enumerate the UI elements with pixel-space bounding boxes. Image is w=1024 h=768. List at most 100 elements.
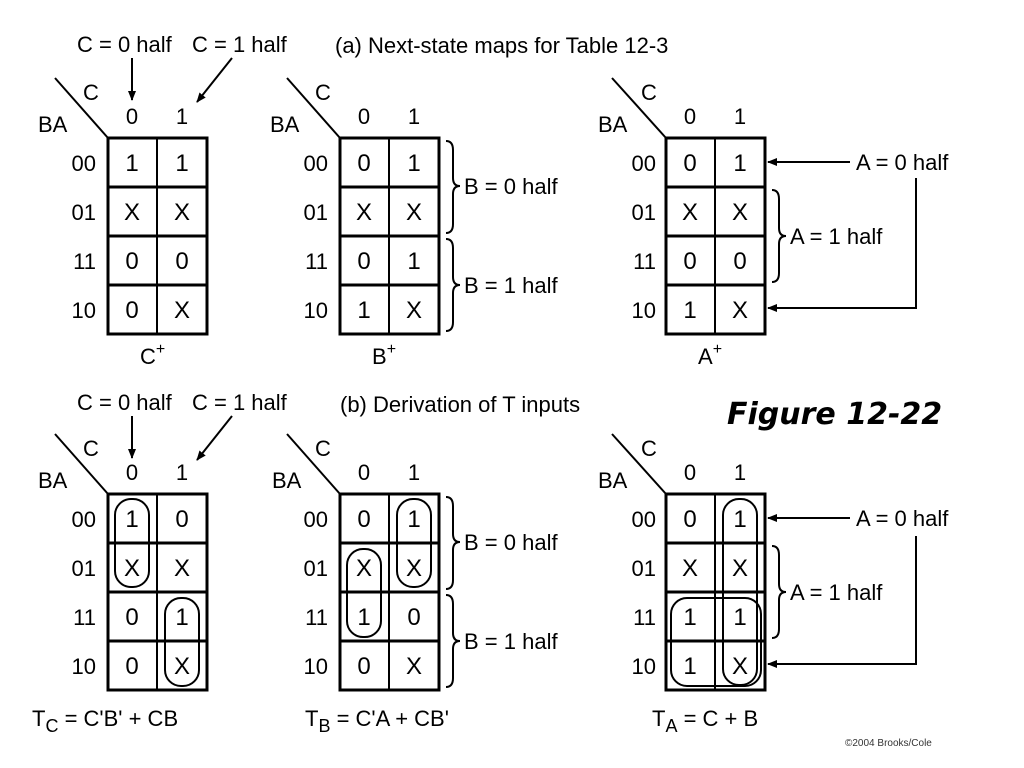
- c1-arrow-a: [196, 57, 233, 103]
- col-header: 0: [684, 460, 696, 485]
- kmap-cell: X: [174, 653, 190, 680]
- a1-brace: [771, 189, 787, 283]
- row-header: 01: [632, 556, 656, 581]
- kmap-cell: 1: [407, 150, 420, 177]
- kmap-cell: 0: [125, 604, 138, 631]
- col-var-label: C: [315, 80, 331, 105]
- t-equation-sub: B: [318, 716, 330, 736]
- kmap-cell: 1: [733, 506, 746, 533]
- row-header: 10: [632, 298, 656, 323]
- kmap-cell: 0: [683, 150, 696, 177]
- a0-half-label: A = 0 half: [856, 506, 949, 531]
- kmap-cell: 0: [357, 506, 370, 533]
- prime-implicant-loop: [114, 498, 150, 588]
- col-header: 0: [126, 460, 138, 485]
- kmap-cell: 0: [683, 248, 696, 275]
- row-header: 10: [72, 654, 96, 679]
- kmap-cell: 0: [175, 248, 188, 275]
- kmap-cell: X: [406, 199, 422, 226]
- kmap-cell: X: [406, 297, 422, 324]
- a1-half-label: A = 1 half: [790, 580, 883, 605]
- c-half-annotations-a: C = 0 half C = 1 half: [77, 32, 288, 103]
- b0-brace: [445, 140, 461, 234]
- kmap-diagonal: [54, 77, 109, 139]
- kmap-diagonal: [286, 77, 341, 139]
- row-header: 00: [72, 507, 96, 532]
- a0-bracket-arrow: [767, 178, 917, 312]
- col-header: 1: [408, 104, 420, 129]
- kmap-diagonal: [611, 77, 667, 139]
- row-header: 10: [72, 298, 96, 323]
- kmap-cell: X: [682, 555, 698, 582]
- col-header: 1: [176, 460, 188, 485]
- map-caption: B+: [372, 341, 396, 369]
- map-caption-sup: +: [387, 341, 396, 358]
- kmap-diagonal: [54, 433, 109, 495]
- row-header: 01: [632, 200, 656, 225]
- a0-half-label: A = 0 half: [856, 150, 949, 175]
- kmap-cell: X: [732, 199, 748, 226]
- kmap-c-plus: C BA 0 1 00 01 11 10 1 1 X X 0 0 0 X C+: [38, 77, 209, 369]
- c1-half-label-b: C = 1 half: [192, 390, 288, 415]
- kmap-b-plus: C BA 0 1 00 01 11 10 0 1 X X 0 1 1 X B+ …: [270, 77, 558, 369]
- col-header: 0: [358, 104, 370, 129]
- a1-brace: [771, 545, 787, 639]
- kmap-cell: 0: [175, 506, 188, 533]
- row-header: 11: [633, 605, 656, 630]
- map-caption: A+: [698, 341, 722, 369]
- t-equation-sub: A: [665, 716, 677, 736]
- kmap-cell: 1: [733, 604, 746, 631]
- prime-implicant-loop: [670, 597, 762, 687]
- kmap-cell: 1: [175, 604, 188, 631]
- c0-half-label-b: C = 0 half: [77, 390, 173, 415]
- kmap-cell: 0: [357, 150, 370, 177]
- kmap-cell: X: [732, 297, 748, 324]
- t-equation-sub: C: [45, 716, 58, 736]
- row-header: 11: [633, 249, 656, 274]
- col-header: 0: [358, 460, 370, 485]
- b0-brace: [445, 496, 461, 590]
- kmap-cell: 0: [357, 248, 370, 275]
- row-var-label: BA: [270, 112, 300, 137]
- kmap-cell: X: [174, 297, 190, 324]
- b1-half-label: B = 1 half: [464, 273, 558, 298]
- kmap-tc: C BA 0 1 00 01 11 10 1 0 X X 0 1 0 X TC …: [32, 433, 209, 736]
- col-header: 0: [126, 104, 138, 129]
- kmap-cell: 1: [407, 506, 420, 533]
- map-caption: C+: [140, 341, 165, 369]
- col-header: 0: [684, 104, 696, 129]
- col-var-label: C: [83, 80, 99, 105]
- col-header: 1: [734, 104, 746, 129]
- t-equation-rhs: = C'B' + CB: [58, 706, 178, 731]
- row-var-label: BA: [38, 468, 68, 493]
- title-a: (a) Next-state maps for Table 12-3: [335, 33, 668, 58]
- kmap-cell: 0: [125, 248, 138, 275]
- t-equation: TA = C + B: [652, 706, 758, 736]
- row-header: 11: [73, 249, 96, 274]
- row-header: 01: [72, 200, 96, 225]
- col-var-label: C: [83, 436, 99, 461]
- c0-half-label-a: C = 0 half: [77, 32, 173, 57]
- row-header: 01: [72, 556, 96, 581]
- b0-half-label: B = 0 half: [464, 530, 558, 555]
- prime-implicant-loop: [396, 498, 432, 588]
- kmap-cell: X: [732, 653, 748, 680]
- kmap-cell: X: [356, 555, 372, 582]
- a1-half-label: A = 1 half: [790, 224, 883, 249]
- b1-brace: [445, 238, 461, 332]
- b0-half-label: B = 0 half: [464, 174, 558, 199]
- col-header: 1: [408, 460, 420, 485]
- row-var-label: BA: [598, 112, 628, 137]
- kmap-ta: C BA 0 1 00 01 11 10 0 1 X X 1 1 1 X A =…: [598, 433, 949, 736]
- map-caption-sup: +: [156, 341, 165, 358]
- map-caption-var: C: [140, 344, 156, 369]
- kmap-cell: 1: [683, 653, 696, 680]
- col-header: 1: [176, 104, 188, 129]
- map-caption-sup: +: [713, 341, 722, 358]
- title-b: (b) Derivation of T inputs: [340, 392, 580, 417]
- kmap-cell: X: [356, 199, 372, 226]
- t-equation-t: T: [32, 706, 45, 731]
- kmap-cell: 1: [407, 248, 420, 275]
- kmap-cell: 1: [683, 604, 696, 631]
- prime-implicant-loop: [164, 597, 200, 687]
